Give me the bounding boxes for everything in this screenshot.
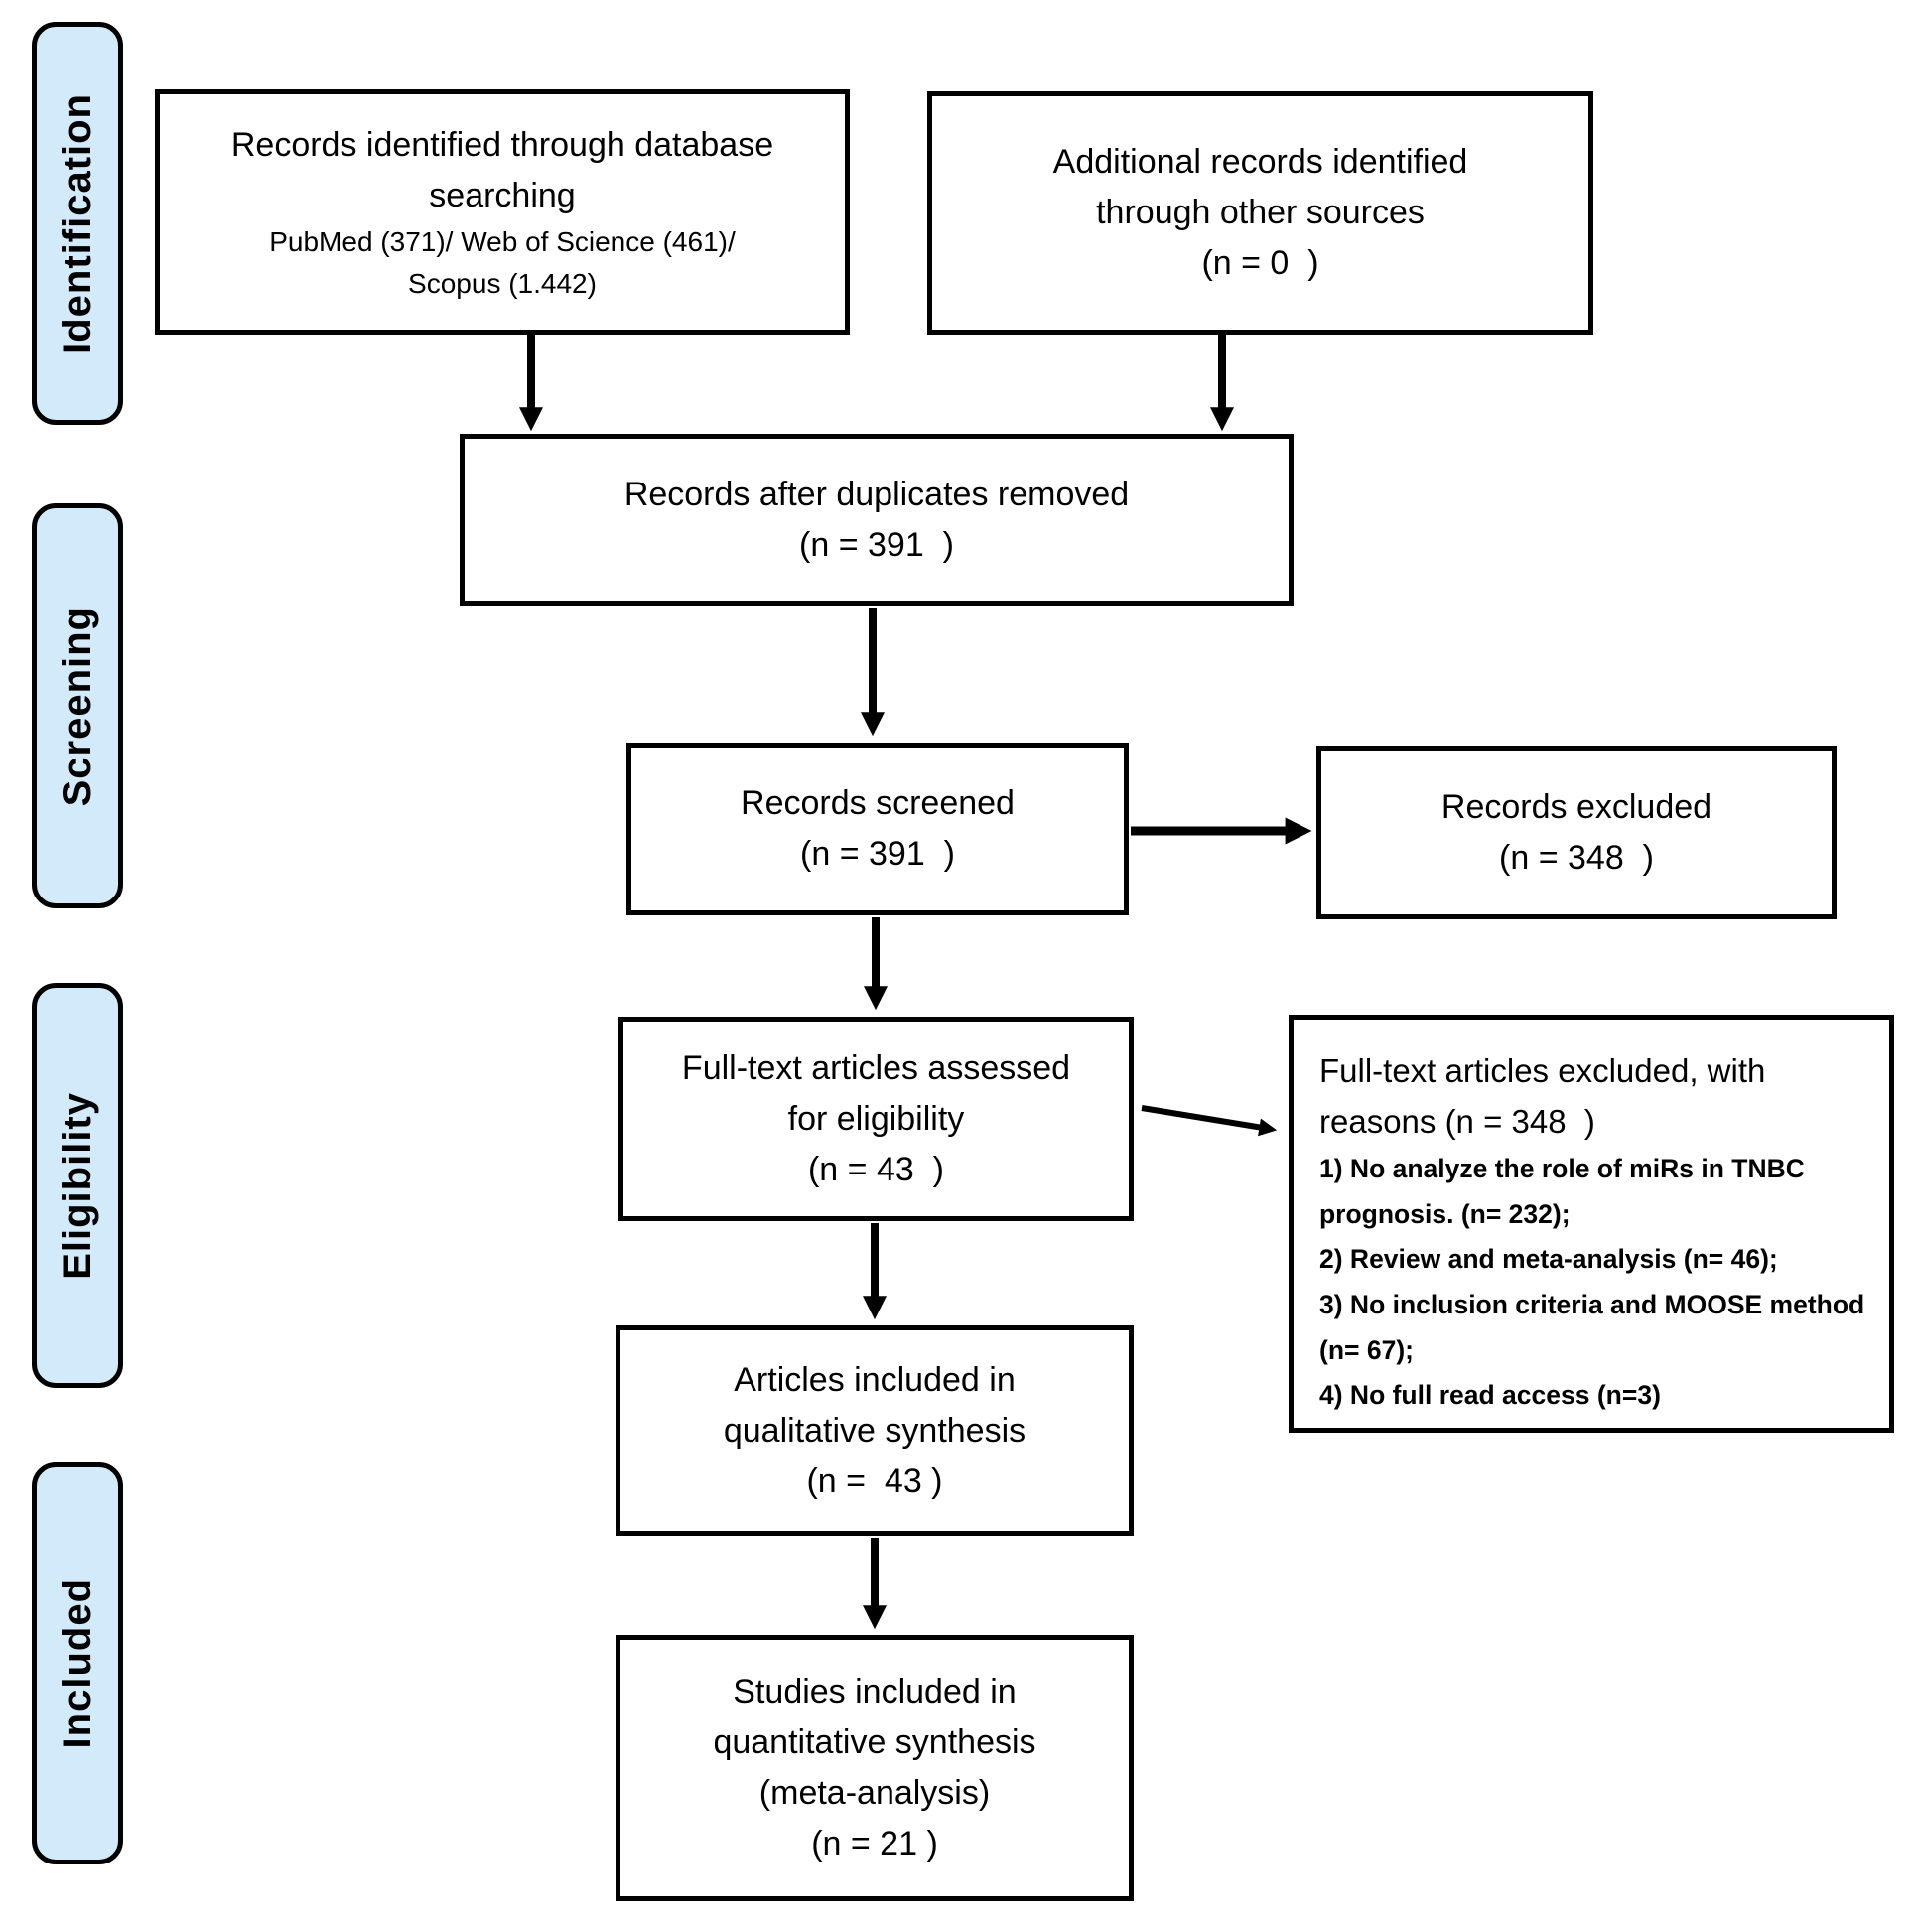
stage-label-identification: Identification	[32, 22, 123, 425]
box-records-excluded-text: Records excluded (n = 348 )	[1440, 787, 1712, 877]
stage-label-screening: Screening	[32, 503, 123, 908]
box-qualitative-synthesis-text: Articles included in qualitative synthes…	[723, 1360, 1026, 1500]
box-additional-records-text: Additional records identified through ot…	[1052, 143, 1468, 282]
box-additional-records: Additional records identified through ot…	[927, 91, 1593, 335]
stage-label-eligibility: Eligibility	[32, 983, 123, 1388]
box-fulltext-excluded-title: Full-text articles excluded, with reason…	[1319, 1052, 1766, 1141]
arrow-fulltext-to-ft-excluded	[1141, 1105, 1278, 1137]
box-quantitative-synthesis: Studies included in quantitative synthes…	[616, 1635, 1134, 1901]
box-records-screened: Records screened (n = 391 )	[626, 743, 1129, 915]
box-records-identified-sources: PubMed (371)/ Web of Science (461)/ Scop…	[269, 225, 736, 299]
box-fulltext-excluded-reasons: 1) No analyze the role of miRs in TNBC p…	[1319, 1154, 1865, 1411]
box-fulltext-excluded: Full-text articles excluded, with reason…	[1289, 1015, 1894, 1433]
stage-label-eligibility-text: Eligibility	[55, 1091, 99, 1280]
box-quantitative-synthesis-text: Studies included in quantitative synthes…	[713, 1673, 1036, 1863]
box-records-identified: Records identified through database sear…	[155, 89, 850, 335]
box-fulltext-assessed: Full-text articles assessed for eligibil…	[618, 1017, 1134, 1221]
box-records-excluded: Records excluded (n = 348 )	[1316, 746, 1837, 919]
stage-label-screening-text: Screening	[55, 605, 99, 807]
box-duplicates-removed-text: Records after duplicates removed (n = 39…	[623, 475, 1130, 564]
box-records-screened-text: Records screened (n = 391 )	[741, 784, 1015, 873]
box-records-identified-title: Records identified through database sear…	[230, 125, 774, 214]
box-duplicates-removed: Records after duplicates removed (n = 39…	[460, 434, 1294, 606]
box-fulltext-assessed-text: Full-text articles assessed for eligibil…	[681, 1048, 1071, 1188]
stage-label-included-text: Included	[55, 1578, 99, 1749]
stage-label-included: Included	[32, 1462, 123, 1864]
box-qualitative-synthesis: Articles included in qualitative synthes…	[616, 1325, 1134, 1536]
stage-label-identification-text: Identification	[55, 92, 99, 354]
